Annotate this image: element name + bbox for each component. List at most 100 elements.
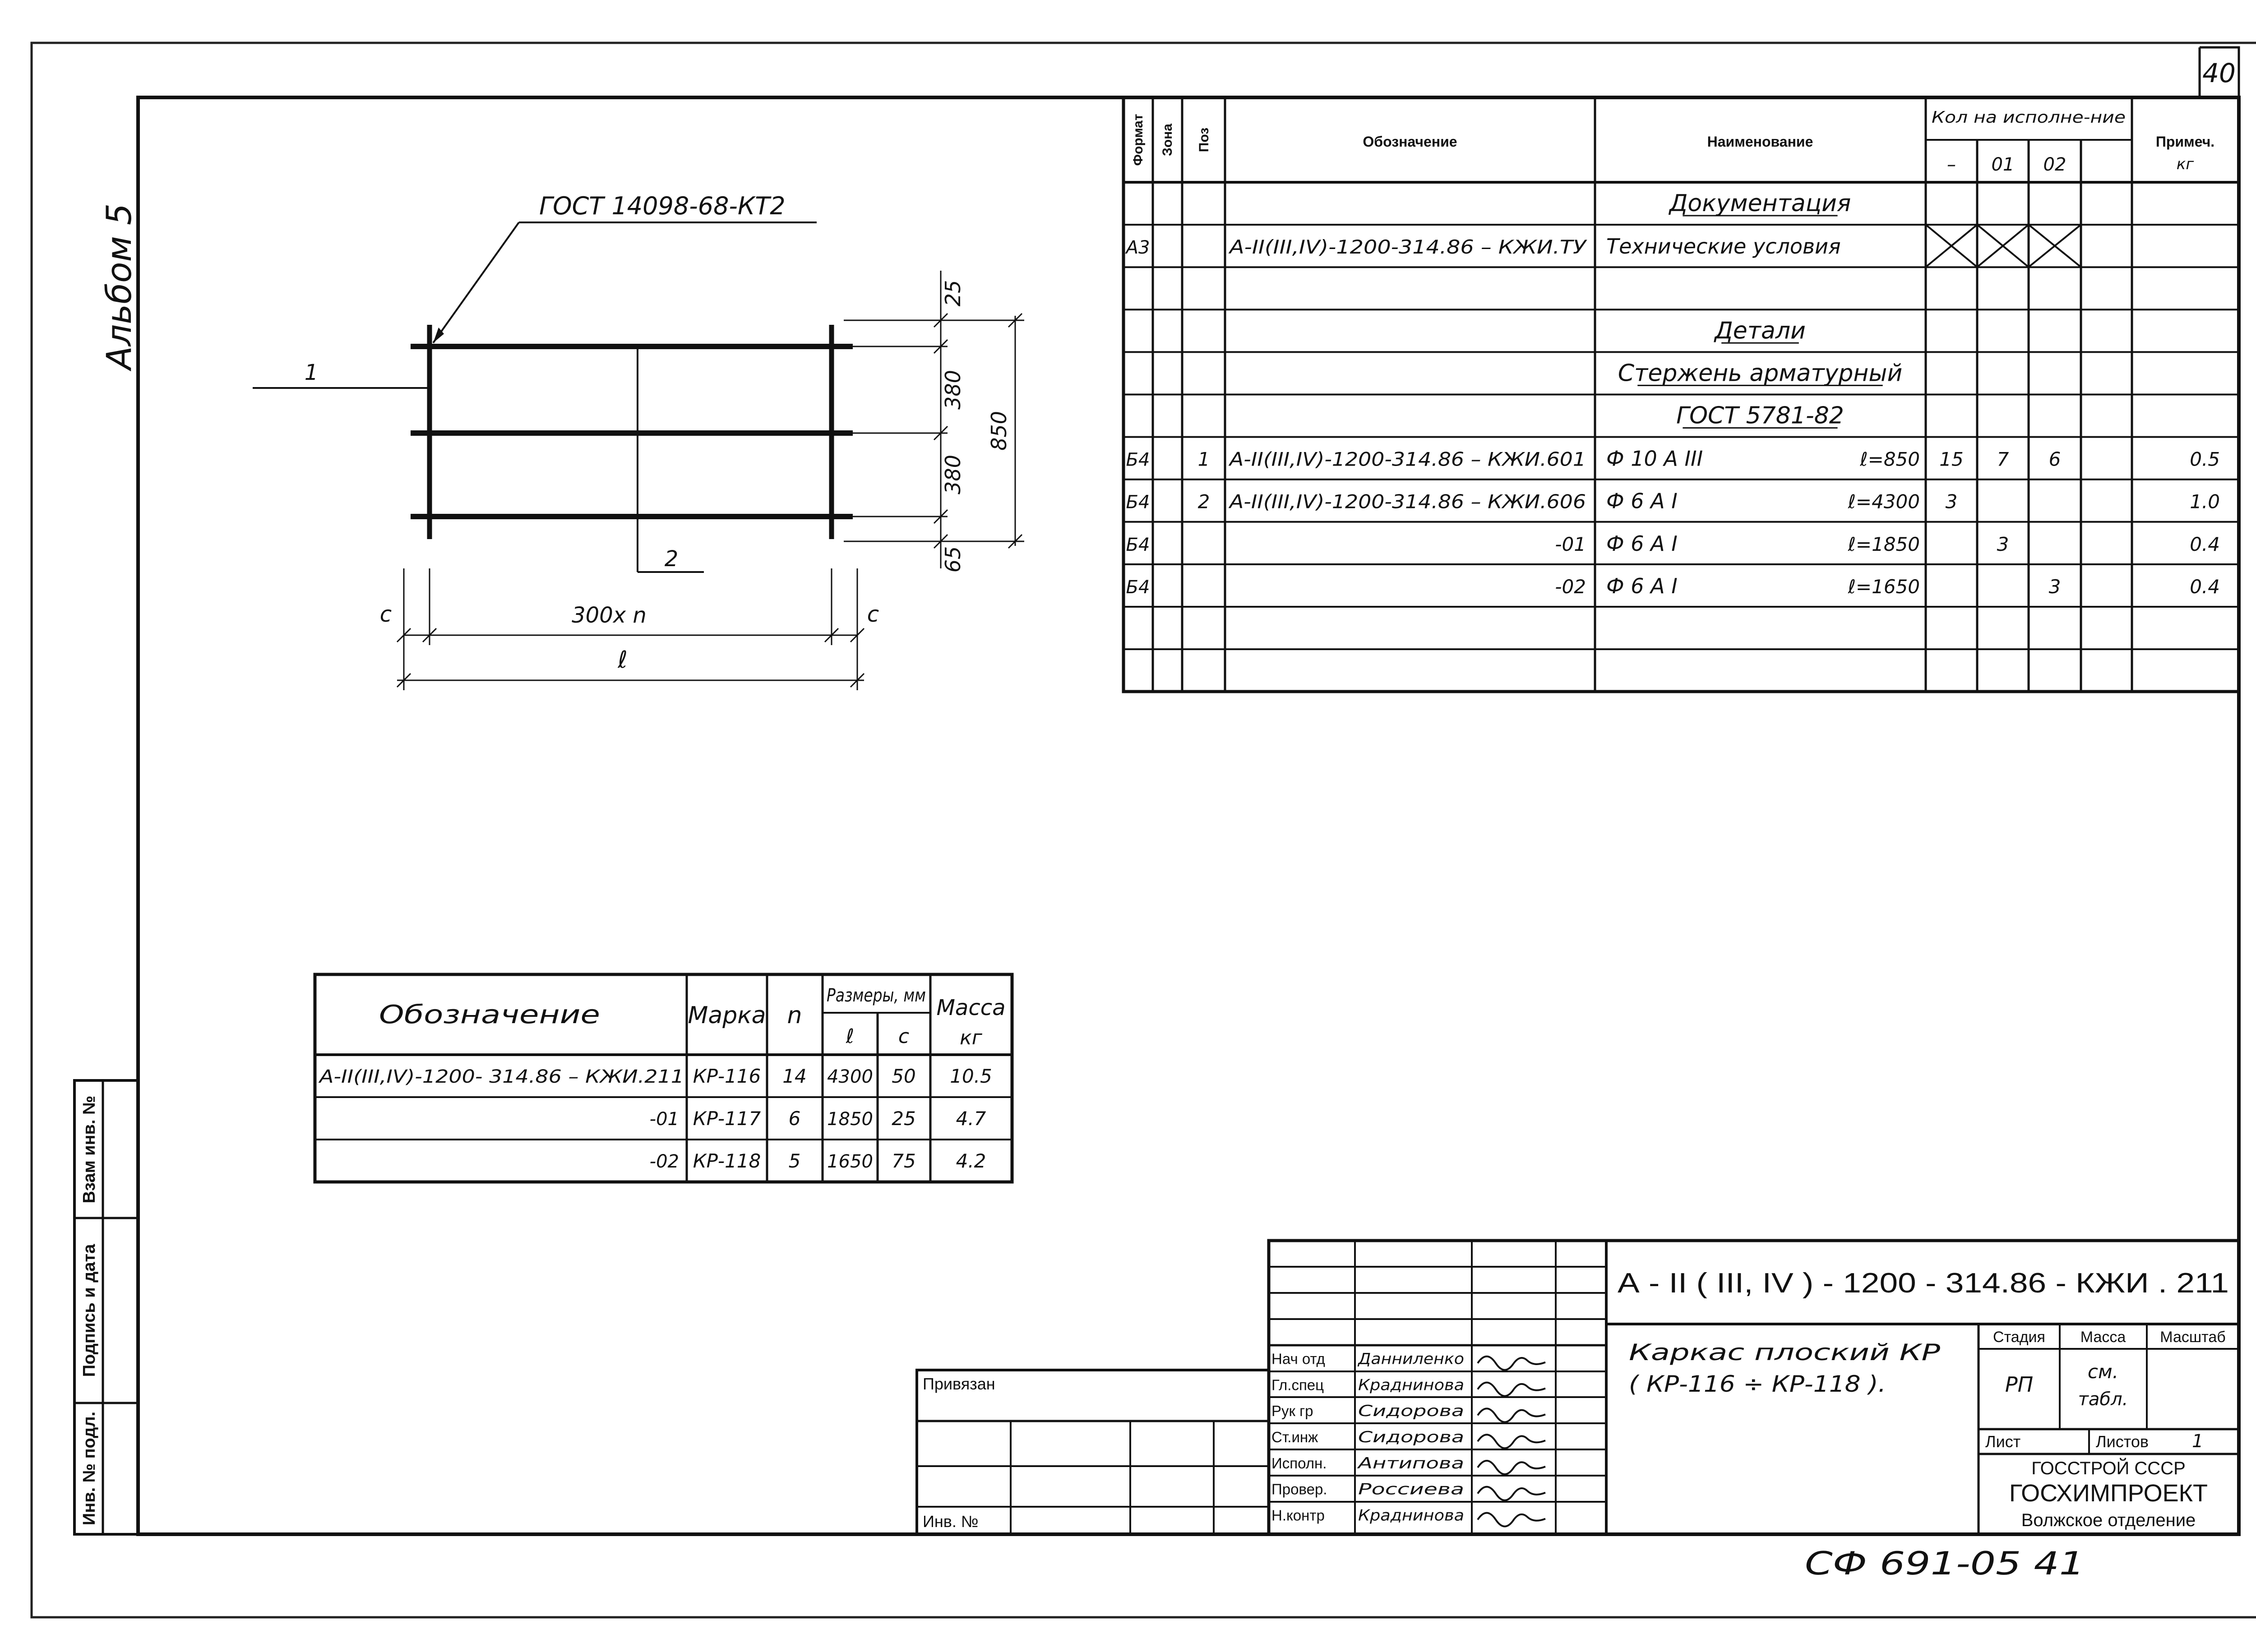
title-role-name: Сидорова <box>1358 1402 1464 1420</box>
spec-cell-note: 0.4 <box>2190 533 2220 555</box>
title-org2: ГОСХИМПРОЕКТ <box>2009 1480 2208 1507</box>
spec-cell-designation: А-II(III,IV)-1200-314.86 – КЖИ.601 <box>1228 448 1586 471</box>
spec-cell-format: Б4 <box>1126 450 1150 471</box>
spec-cell-designation: -01 <box>1555 533 1586 555</box>
mark-cell-n: 5 <box>789 1150 801 1172</box>
spec-cell-name: ГОСТ 5781-82 <box>1676 402 1844 429</box>
mark-cell-l: 1850 <box>827 1109 873 1130</box>
spec-cell-pos: 1 <box>1198 448 1210 471</box>
mark-cell-l: 1650 <box>827 1151 873 1172</box>
spec-cell-name: Детали <box>1714 317 1806 344</box>
mark-table: Обозначение Марка n Размеры, мм ℓ с Масс… <box>313 973 1014 1184</box>
spec-cell-name: Стержень арматурный <box>1618 360 1903 387</box>
mark-cell-mark: КР-118 <box>693 1150 761 1172</box>
spec-header-qty-2: 02 <box>2043 154 2066 175</box>
spec-cell-format: Б4 <box>1126 535 1150 555</box>
title-role-label: Нач отд <box>1271 1351 1325 1367</box>
spec-cell-q0: 3 <box>1946 491 1958 513</box>
title-stage-label: Стадия <box>1993 1329 2045 1346</box>
stamp-inv-podl: Инв. № подл. <box>80 1412 99 1525</box>
title-role-name: Россиева <box>1358 1481 1464 1499</box>
mark-header-designation: Обозначение <box>379 1000 600 1029</box>
mark-cell-mark: КР-117 <box>693 1107 761 1130</box>
spec-cell-note: 1.0 <box>2190 491 2220 513</box>
stamp-vzam-inv: Взам инв. № <box>80 1096 99 1204</box>
spec-cell-l: ℓ=4300 <box>1848 491 1920 513</box>
title-line2: ( КР-116 ÷ КР-118 ). <box>1629 1371 1886 1397</box>
spec-cell-name: Технические условия <box>1606 234 1841 258</box>
footer-code: СФ 691-05 41 <box>1805 1545 2085 1582</box>
title-scale-label: Масштаб <box>2160 1329 2225 1346</box>
title-role-name: Антипова <box>1357 1454 1464 1472</box>
mark-header-mass: Масса <box>936 995 1005 1020</box>
spec-cell-name: Ф 6 А I <box>1606 489 1678 513</box>
title-org3: Волжское отделение <box>2021 1510 2196 1530</box>
spec-header-qty-1: 01 <box>1992 154 2015 175</box>
spec-header-note: Примеч. <box>2156 134 2214 150</box>
mark-header-l: ℓ <box>846 1025 854 1048</box>
spec-cross-marks <box>1925 224 2082 268</box>
spec-header-zone: Зона <box>1160 124 1175 156</box>
title-sheet-label: Лист <box>1985 1432 2020 1451</box>
signature-mark <box>1477 1486 1546 1501</box>
title-mass-line2: табл. <box>2078 1389 2128 1410</box>
title-mass-label: Масса <box>2080 1329 2126 1346</box>
spec-cell-l: ℓ=850 <box>1859 448 1920 471</box>
spec-header-qty-0: – <box>1947 154 1956 175</box>
dim-c-left: с <box>380 602 392 627</box>
spec-cell-name: Ф 6 А I <box>1606 531 1678 556</box>
title-code: А - II ( III, IV ) - 1200 - 314.86 - КЖИ… <box>1618 1268 2229 1299</box>
mark-header-c: с <box>898 1025 909 1048</box>
mark-cell-designation: А-II(III,IV)-1200- 314.86 – КЖИ.211 <box>318 1066 684 1087</box>
mark-cell-designation: -01 <box>650 1109 679 1130</box>
signature-mark <box>1477 1381 1546 1397</box>
title-role-name: Краднинова <box>1358 1506 1464 1524</box>
spec-header-name: Наименование <box>1707 134 1813 150</box>
title-role-label: Рук гр <box>1271 1403 1313 1419</box>
mark-header-n: n <box>787 1002 802 1029</box>
spec-cell-q2: 6 <box>2049 448 2061 471</box>
mark-cell-n: 14 <box>782 1065 806 1087</box>
spec-cell-designation: -02 <box>1555 576 1586 598</box>
page-number: 40 <box>2202 58 2236 88</box>
mark-header-mass-unit: кг <box>960 1026 983 1049</box>
title-role-label: Гл.спец <box>1271 1376 1324 1393</box>
spec-header-pos: Поз <box>1197 128 1211 152</box>
dim-380-top: 380 <box>941 370 965 410</box>
sketch-pos-1: 1 <box>305 360 319 385</box>
spec-cell-note: 0.4 <box>2190 576 2220 598</box>
title-role-name: Данниленко <box>1357 1350 1464 1368</box>
page-number-box: 40 <box>2198 46 2240 97</box>
signature-mark <box>1477 1460 1546 1475</box>
dim-850: 850 <box>987 411 1011 451</box>
spec-cell-name: Документация <box>1669 190 1851 217</box>
title-block: Привязан Инв. № А - II ( III, IV ) - 120… <box>915 1239 2241 1536</box>
spec-cell-pos: 2 <box>1198 491 1210 513</box>
mark-cell-c: 50 <box>892 1065 915 1087</box>
title-sheets-label: Листов <box>2096 1432 2149 1451</box>
mark-cell-c: 25 <box>892 1107 915 1130</box>
title-inv-no: Инв. № <box>923 1512 979 1531</box>
signature-mark <box>1477 1512 1546 1527</box>
outer-border <box>30 42 2256 1619</box>
mark-header-mark: Марка <box>688 1002 766 1029</box>
specification-table: Формат Зона Поз Обозначение Наименование… <box>1122 96 2241 693</box>
spec-cell-name: Ф 6 А I <box>1606 574 1678 598</box>
frame-sketch: 2 1 ГОСТ 14098-68-КТ2 25 380 380 65 850 <box>253 192 1024 690</box>
spec-cell-q1: 7 <box>1997 448 2009 471</box>
title-role-label: Ст.инж <box>1271 1429 1318 1445</box>
title-role-label: Провер. <box>1271 1481 1327 1498</box>
spec-cell-format: А3 <box>1125 237 1150 258</box>
mark-cell-mark: КР-116 <box>693 1065 761 1087</box>
album-label: Альбом 5 <box>99 203 139 372</box>
spec-cell-format: Б4 <box>1126 577 1150 598</box>
spec-cell-format: Б4 <box>1126 492 1150 513</box>
mark-cell-mass: 4.2 <box>956 1150 986 1172</box>
signature-mark <box>1477 1355 1546 1371</box>
title-role-label: Н.контр <box>1271 1507 1325 1523</box>
spec-cell-q1: 3 <box>1997 533 2009 555</box>
signature-mark <box>1477 1407 1546 1423</box>
title-privyazan: Привязан <box>923 1375 995 1393</box>
mark-cell-l: 4300 <box>827 1066 873 1087</box>
